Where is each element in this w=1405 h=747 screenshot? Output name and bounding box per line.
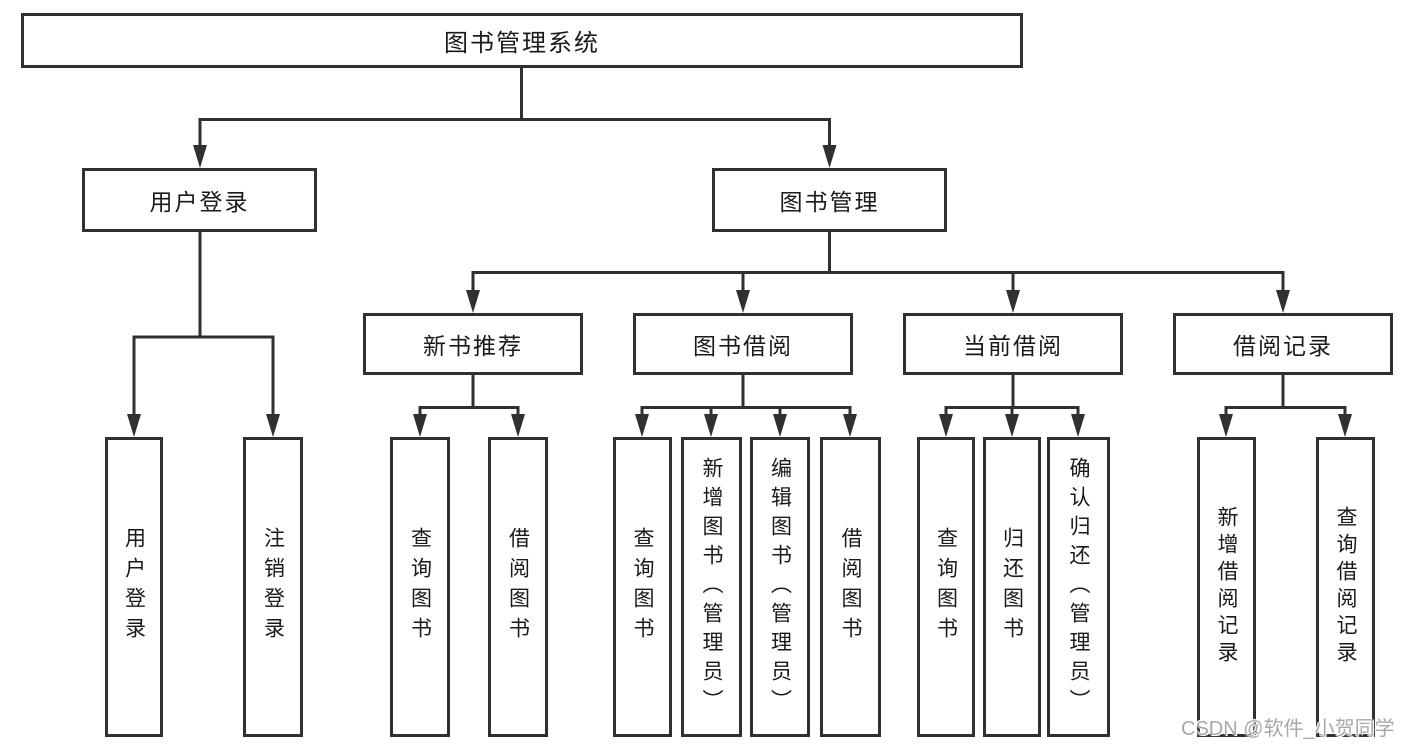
arrow-down-icon xyxy=(413,414,427,437)
arrow-down-icon xyxy=(1276,290,1290,313)
arrow-down-icon xyxy=(511,414,525,437)
leaf-logout: 注销登录 xyxy=(243,437,303,737)
node-label: 图书借阅 xyxy=(693,333,793,359)
leaf-label: 新增借阅记录 xyxy=(1215,506,1238,668)
leaf-add-borrow-record: 新增借阅记录 xyxy=(1197,437,1256,737)
arrow-down-icon xyxy=(1071,414,1085,437)
node-root-system: 图书管理系统 xyxy=(21,13,1023,68)
connector-bookmgmt-to-level3 xyxy=(471,232,1285,292)
leaf-label: 编辑图书（管理员） xyxy=(768,456,792,718)
arrow-down-icon xyxy=(193,145,207,168)
arrow-down-icon xyxy=(266,414,280,437)
arrow-down-icon xyxy=(1005,414,1019,437)
leaf-edit-books-admin: 编辑图书（管理员） xyxy=(750,437,810,737)
leaf-label: 用户登录 xyxy=(122,527,146,647)
leaf-query-books-under-borrowing: 查询图书 xyxy=(613,437,672,737)
arrow-down-icon xyxy=(1338,414,1352,437)
csdn-watermark: CSDN @软件_小贺同学 xyxy=(1181,718,1395,740)
leaf-label: 借阅图书 xyxy=(506,527,530,647)
leaf-label: 查询图书 xyxy=(408,527,432,647)
node-label: 借阅记录 xyxy=(1233,333,1333,359)
leaf-add-books-admin: 新增图书（管理员） xyxy=(681,437,742,737)
leaf-confirm-return-admin: 确认归还（管理员） xyxy=(1047,437,1110,737)
arrow-down-icon xyxy=(736,290,750,313)
node-book-borrowing: 图书借阅 xyxy=(633,313,853,375)
arrow-down-icon xyxy=(822,145,837,168)
leaf-label: 注销登录 xyxy=(261,527,285,647)
arrow-down-icon xyxy=(939,414,953,437)
node-new-book-recommendation: 新书推荐 xyxy=(363,313,583,375)
node-user-login-group: 用户登录 xyxy=(82,168,317,232)
arrow-down-icon xyxy=(635,414,649,437)
leaf-label: 借阅图书 xyxy=(839,527,862,647)
leaf-query-borrow-record: 查询借阅记录 xyxy=(1316,437,1375,737)
node-root-label: 图书管理系统 xyxy=(444,30,600,57)
node-label: 新书推荐 xyxy=(423,333,523,359)
leaf-label: 查询图书 xyxy=(631,527,654,647)
leaf-query-books-under-recommendation: 查询图书 xyxy=(390,437,450,737)
arrow-down-icon xyxy=(704,414,718,437)
leaf-label: 查询图书 xyxy=(934,527,958,647)
leaf-label: 归还图书 xyxy=(1000,527,1024,647)
arrow-down-icon xyxy=(127,414,141,437)
node-borrowing-records: 借阅记录 xyxy=(1173,313,1393,375)
leaf-user-login: 用户登录 xyxy=(105,437,163,737)
node-label: 用户登录 xyxy=(149,189,250,215)
leaf-label: 确认归还（管理员） xyxy=(1067,456,1090,718)
node-label: 当前借阅 xyxy=(963,333,1063,359)
leaf-return-books: 归还图书 xyxy=(983,437,1041,737)
node-book-management-group: 图书管理 xyxy=(712,168,947,232)
arrow-down-icon xyxy=(466,290,480,313)
connector-userlogin-branch xyxy=(132,232,275,416)
arrow-down-icon xyxy=(1219,414,1233,437)
leaf-label: 新增图书（管理员） xyxy=(700,456,723,718)
leaf-borrow-books-under-borrowing: 借阅图书 xyxy=(820,437,881,737)
arrow-down-icon xyxy=(1006,290,1020,313)
leaf-borrow-books-under-recommendation: 借阅图书 xyxy=(488,437,548,737)
arrow-down-icon xyxy=(843,414,857,437)
connector-root-to-level2 xyxy=(198,68,831,147)
node-current-borrowing: 当前借阅 xyxy=(903,313,1123,375)
connector-level3-to-leaves xyxy=(418,375,1347,417)
leaf-query-books-under-current: 查询图书 xyxy=(917,437,975,737)
leaf-label: 查询借阅记录 xyxy=(1334,506,1357,668)
node-label: 图书管理 xyxy=(779,189,880,215)
arrow-down-icon xyxy=(773,414,787,437)
